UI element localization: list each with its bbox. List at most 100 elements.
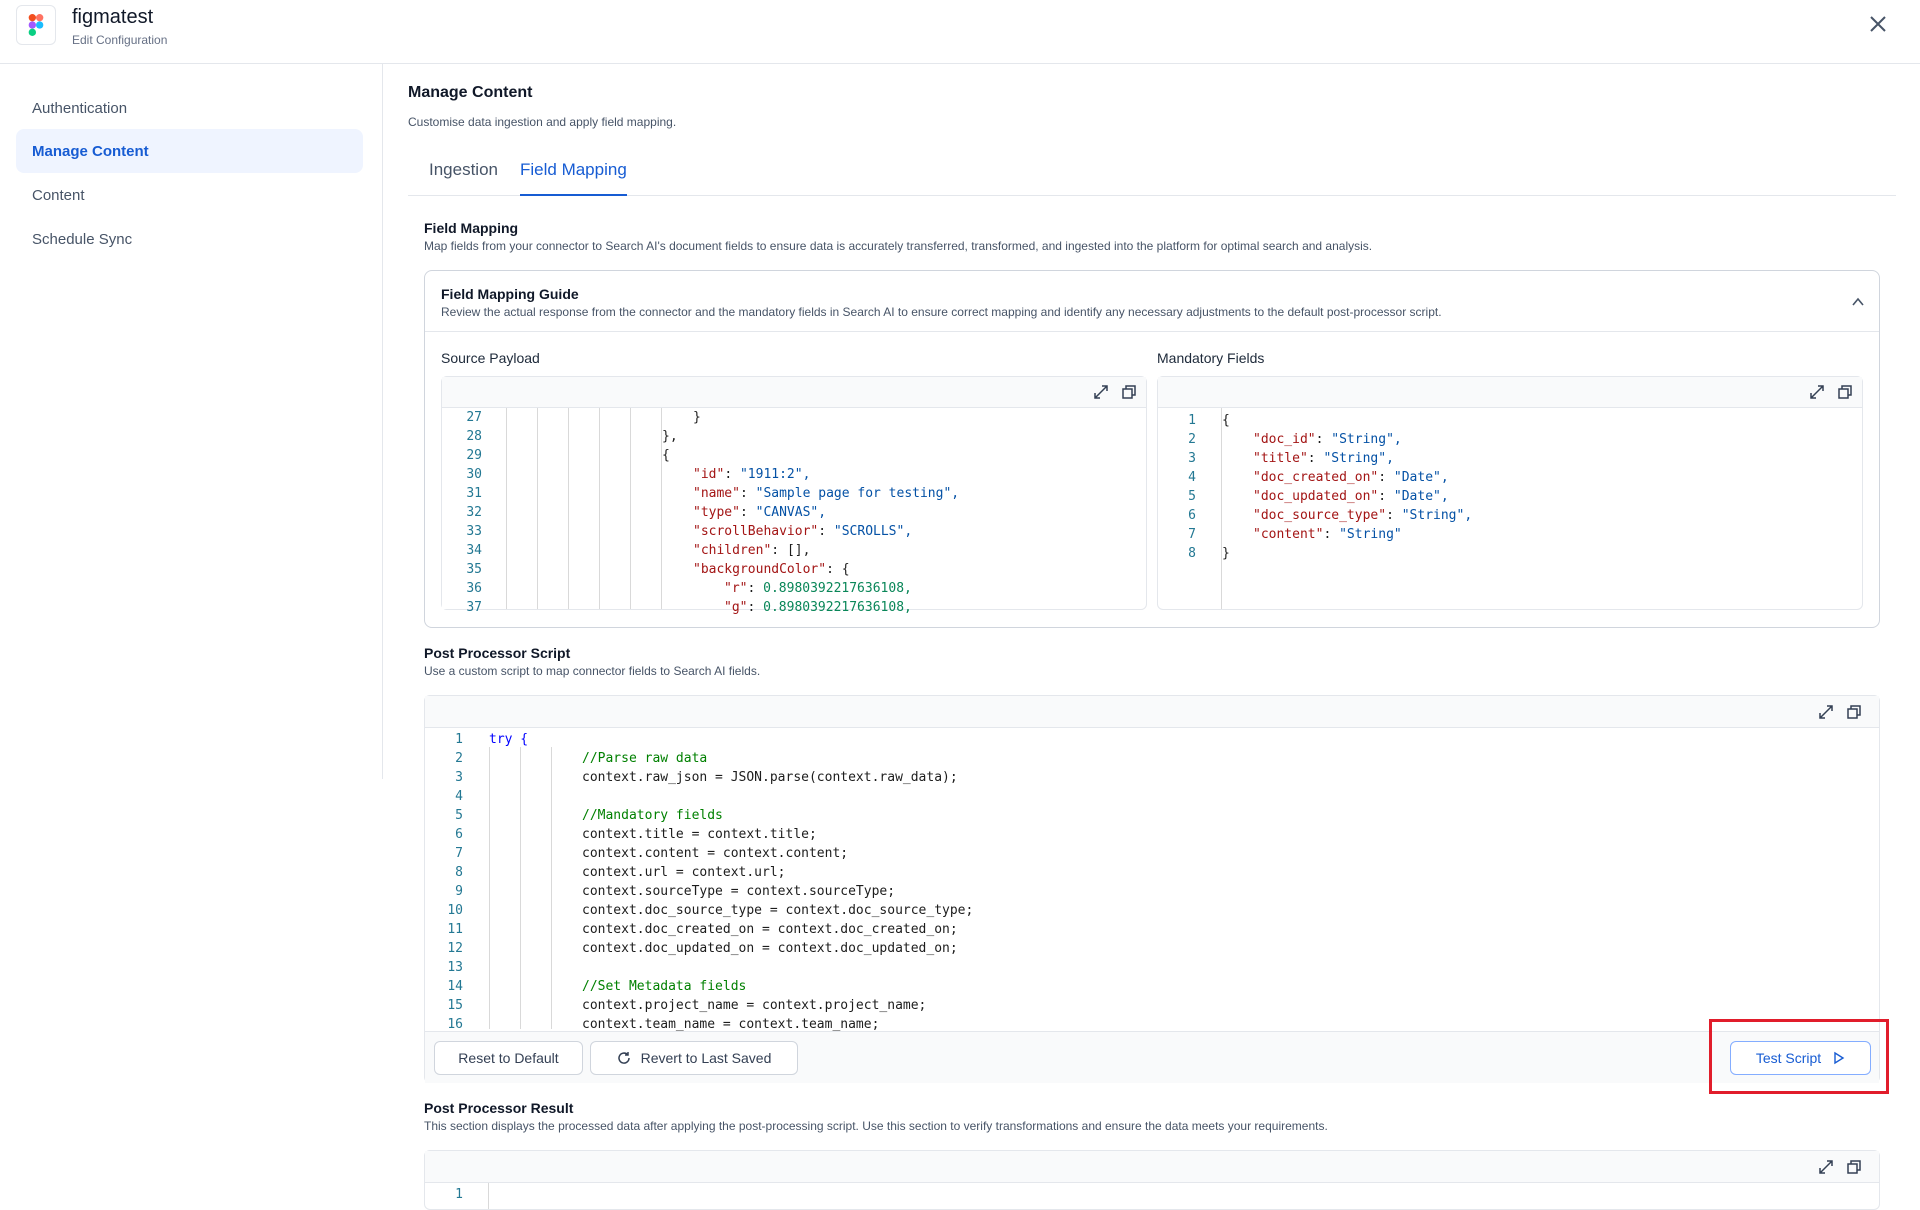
sidebar-item-label: Manage Content — [32, 142, 149, 160]
field-mapping-description: Map fields from your connector to Search… — [424, 239, 1373, 253]
line-number: 3 — [455, 770, 463, 785]
post-processor-description: Use a custom script to map connector fie… — [424, 664, 761, 678]
line-number: 8 — [455, 865, 463, 880]
code-line: "name": "Sample page for testing", — [693, 486, 960, 501]
line-number: 1 — [455, 732, 463, 747]
copy-icon[interactable] — [1845, 703, 1863, 721]
line-number: 14 — [447, 979, 463, 994]
mandatory-fields-editor[interactable]: 1 { 2 "doc_id": "String", 3 "title": "St… — [1157, 376, 1863, 610]
script-footer: Reset to Default Revert to Last Saved Te… — [425, 1031, 1879, 1083]
code-line: "id": "1911:2", — [693, 467, 811, 482]
code-line: "title": "String", — [1253, 451, 1394, 466]
code-line: context.content = context.content; — [582, 846, 849, 861]
code-line: "r": 0.8980392217636108, — [724, 581, 912, 596]
line-number: 8 — [1188, 546, 1196, 561]
source-payload-code[interactable]: 27 } 28 }, 29 { 30 "id": "1911:2", 31 "n… — [442, 408, 1146, 615]
code-line: "children": [], — [693, 543, 811, 558]
test-script-button[interactable]: Test Script — [1730, 1041, 1871, 1075]
code-line: "doc_created_on": "Date", — [1253, 470, 1449, 485]
highlight-annotation — [1709, 1019, 1889, 1094]
code-line: context.doc_updated_on = context.doc_upd… — [582, 941, 958, 956]
guide-header[interactable]: Field Mapping Guide Review the actual re… — [425, 271, 1879, 332]
close-icon[interactable] — [1866, 12, 1890, 36]
editor-toolbar — [425, 1151, 1879, 1183]
sidebar-item-content[interactable]: Content — [16, 173, 363, 217]
line-number: 32 — [466, 505, 482, 520]
editor-toolbar — [1158, 377, 1862, 408]
source-payload-editor[interactable]: 27 } 28 }, 29 { 30 "id": "1911:2", 31 "n… — [441, 376, 1147, 615]
button-label: Revert to Last Saved — [640, 1050, 772, 1066]
line-number: 27 — [466, 410, 482, 425]
editor-toolbar — [425, 696, 1879, 728]
code-line: context.raw_json = JSON.parse(context.ra… — [582, 770, 958, 785]
field-mapping-guide: Field Mapping Guide Review the actual re… — [424, 270, 1880, 628]
line-number: 12 — [447, 941, 463, 956]
code-line: }, — [662, 429, 678, 444]
copy-icon[interactable] — [1845, 1158, 1863, 1176]
sidebar: Authentication Manage Content Content Sc… — [0, 64, 383, 779]
code-line: "type": "CANVAS", — [693, 505, 827, 520]
post-processor-code[interactable]: 1 try { 2 //Parse raw data 3 context.raw… — [425, 728, 1879, 1032]
sidebar-item-label: Content — [32, 186, 85, 204]
chevron-up-icon[interactable] — [1849, 293, 1867, 311]
code-line: context.title = context.title; — [582, 827, 817, 842]
expand-icon[interactable] — [1808, 383, 1826, 401]
expand-icon[interactable] — [1092, 383, 1110, 401]
line-number: 16 — [447, 1017, 463, 1032]
copy-icon[interactable] — [1120, 383, 1138, 401]
line-number: 9 — [455, 884, 463, 899]
revert-to-last-saved-button[interactable]: Revert to Last Saved — [590, 1041, 798, 1075]
code-line: context.project_name = context.project_n… — [582, 998, 927, 1013]
sidebar-item-schedule-sync[interactable]: Schedule Sync — [16, 217, 363, 261]
line-number: 2 — [1188, 432, 1196, 447]
line-number: 7 — [455, 846, 463, 861]
tab-field-mapping[interactable]: Field Mapping — [520, 150, 627, 196]
editor-toolbar — [442, 377, 1146, 408]
sidebar-item-manage-content[interactable]: Manage Content — [16, 129, 363, 173]
sidebar-item-label: Schedule Sync — [32, 230, 133, 248]
line-number: 13 — [447, 960, 463, 975]
line-number: 4 — [455, 789, 463, 804]
code-line: "scrollBehavior": "SCROLLS", — [693, 524, 913, 539]
code-line: context.sourceType = context.sourceType; — [582, 884, 896, 899]
copy-icon[interactable] — [1836, 383, 1854, 401]
app-subtitle: Edit Configuration — [72, 33, 168, 47]
expand-icon[interactable] — [1817, 1158, 1835, 1176]
post-processor-result-description: This section displays the processed data… — [424, 1119, 1328, 1133]
code-line: context.url = context.url; — [582, 865, 786, 880]
reset-to-default-button[interactable]: Reset to Default — [434, 1041, 583, 1075]
line-number: 29 — [466, 448, 482, 463]
line-number: 6 — [455, 827, 463, 842]
code-line: } — [693, 410, 701, 425]
code-line: "doc_updated_on": "Date", — [1253, 489, 1449, 504]
line-number: 33 — [466, 524, 482, 539]
code-line: "doc_id": "String", — [1253, 432, 1402, 447]
line-number: 30 — [466, 467, 482, 482]
line-number: 37 — [466, 600, 482, 615]
button-label: Test Script — [1755, 1050, 1822, 1066]
tab-bar: Ingestion Field Mapping — [408, 150, 1896, 196]
code-line: { — [1222, 413, 1230, 428]
code-line: //Set Metadata fields — [582, 979, 747, 994]
figma-logo-icon — [16, 5, 56, 45]
post-processor-result-editor[interactable]: 1 — [424, 1150, 1880, 1210]
header: figmatest Edit Configuration — [0, 0, 1920, 64]
line-number: 6 — [1188, 508, 1196, 523]
line-number: 1 — [455, 1187, 463, 1202]
code-line: "doc_source_type": "String", — [1253, 508, 1473, 523]
sidebar-item-authentication[interactable]: Authentication — [16, 86, 363, 130]
play-icon — [1833, 1051, 1845, 1065]
guide-title: Field Mapping Guide — [441, 286, 579, 302]
mandatory-fields-code[interactable]: 1 { 2 "doc_id": "String", 3 "title": "St… — [1158, 408, 1862, 609]
line-number: 5 — [455, 808, 463, 823]
code-line: context.doc_source_type = context.doc_so… — [582, 903, 974, 918]
code-line: context.team_name = context.team_name; — [582, 1017, 880, 1032]
expand-icon[interactable] — [1817, 703, 1835, 721]
code-line: "g": 0.8980392217636108, — [724, 600, 912, 615]
line-number: 35 — [466, 562, 482, 577]
code-line: "backgroundColor": { — [693, 562, 850, 577]
post-processor-result-code[interactable]: 1 — [425, 1183, 1879, 1209]
post-processor-editor[interactable]: 1 try { 2 //Parse raw data 3 context.raw… — [424, 695, 1880, 1083]
source-payload-label: Source Payload — [441, 350, 540, 366]
tab-ingestion[interactable]: Ingestion — [429, 160, 498, 179]
